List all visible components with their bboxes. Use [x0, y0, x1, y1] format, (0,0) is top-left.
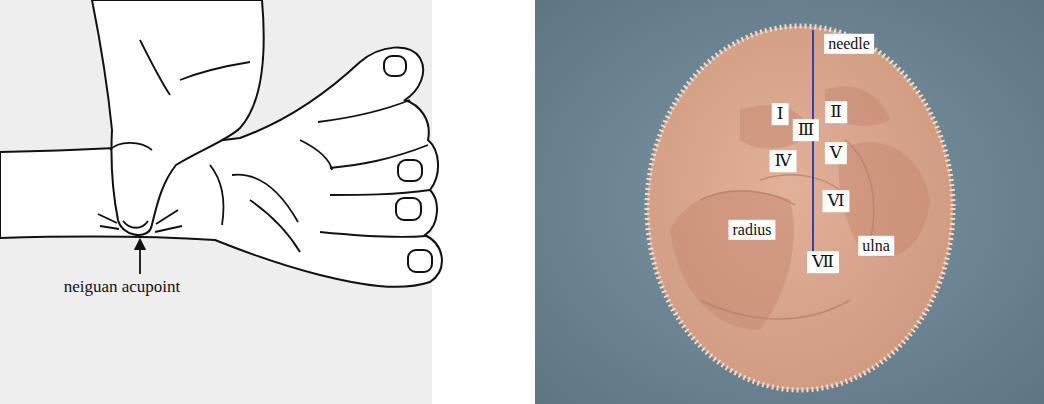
- pressing-hand: [92, 0, 264, 235]
- callout-number: Ⅰ: [772, 103, 789, 125]
- callout-number: Ⅱ: [825, 101, 847, 123]
- bone-label: ulna: [858, 236, 894, 256]
- callout-number: Ⅵ: [822, 190, 849, 212]
- callout-number: Ⅶ: [807, 251, 839, 273]
- fingernails: [384, 56, 432, 272]
- thumb-lines: [98, 40, 250, 232]
- photo-background: [535, 0, 1044, 404]
- bone-label: radius: [728, 220, 775, 240]
- acupoint-label: neiguan acupoint: [64, 277, 181, 297]
- needle-label: needle: [824, 34, 874, 54]
- callout-number: Ⅳ: [770, 150, 797, 172]
- hand-drawing: [0, 0, 442, 404]
- needle-line: [812, 30, 814, 268]
- tissue-lines: [700, 140, 874, 319]
- callout-number: Ⅴ: [825, 142, 847, 164]
- cross-section-photo: [535, 0, 1044, 404]
- pointer-arrow: [139, 244, 141, 274]
- forearm-section: [647, 26, 953, 390]
- muscle-regions: [670, 86, 930, 330]
- callout-number: Ⅲ: [793, 119, 819, 141]
